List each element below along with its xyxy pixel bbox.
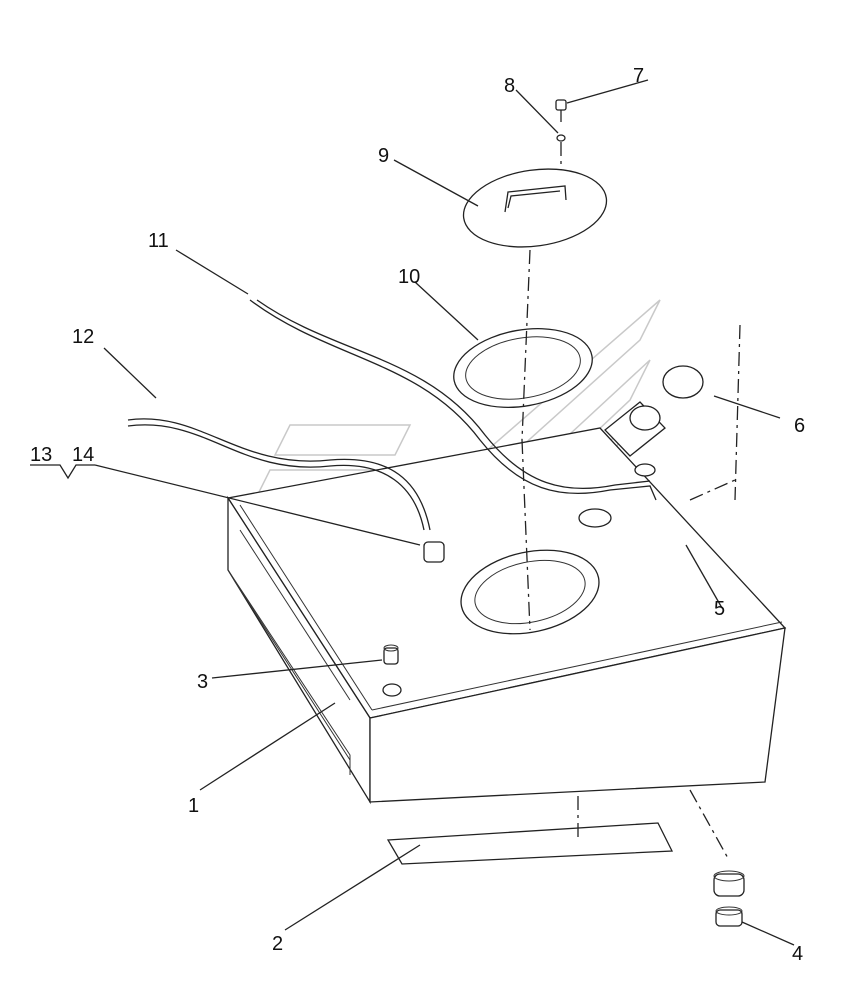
callout-13: 13: [30, 444, 52, 466]
callout-5: 5: [714, 598, 725, 620]
leader-lines: [30, 79, 795, 946]
callout-6: 6: [794, 415, 805, 437]
callout-14: 14: [72, 444, 94, 466]
assembly-centerlines: [521, 142, 741, 861]
vent-fitting: [383, 644, 399, 665]
callout-11: 11: [148, 230, 169, 252]
gasket-ring: [453, 328, 593, 408]
callout-7: 7: [633, 65, 644, 87]
fuel-tank-body: [226, 427, 787, 805]
callout-labels: 1 2 3 4 5 6 7 8 9 10 11 12 13 14: [30, 65, 805, 965]
callout-12: 12: [72, 326, 94, 348]
callout-3: 3: [197, 671, 208, 693]
callout-8: 8: [504, 75, 515, 97]
callout-2: 2: [272, 933, 283, 955]
bolt-and-washer: [555, 99, 567, 142]
callout-1: 1: [188, 795, 199, 817]
bottom-pad-plate: [386, 822, 674, 865]
filler-neck-cap: [604, 365, 704, 457]
callout-4: 4: [792, 943, 803, 965]
callout-9: 9: [378, 145, 389, 167]
callout-10: 10: [398, 266, 420, 288]
cover-plate: [462, 168, 608, 248]
fuel-pipes: [127, 299, 657, 563]
drain-plug-assembly: [713, 870, 745, 927]
